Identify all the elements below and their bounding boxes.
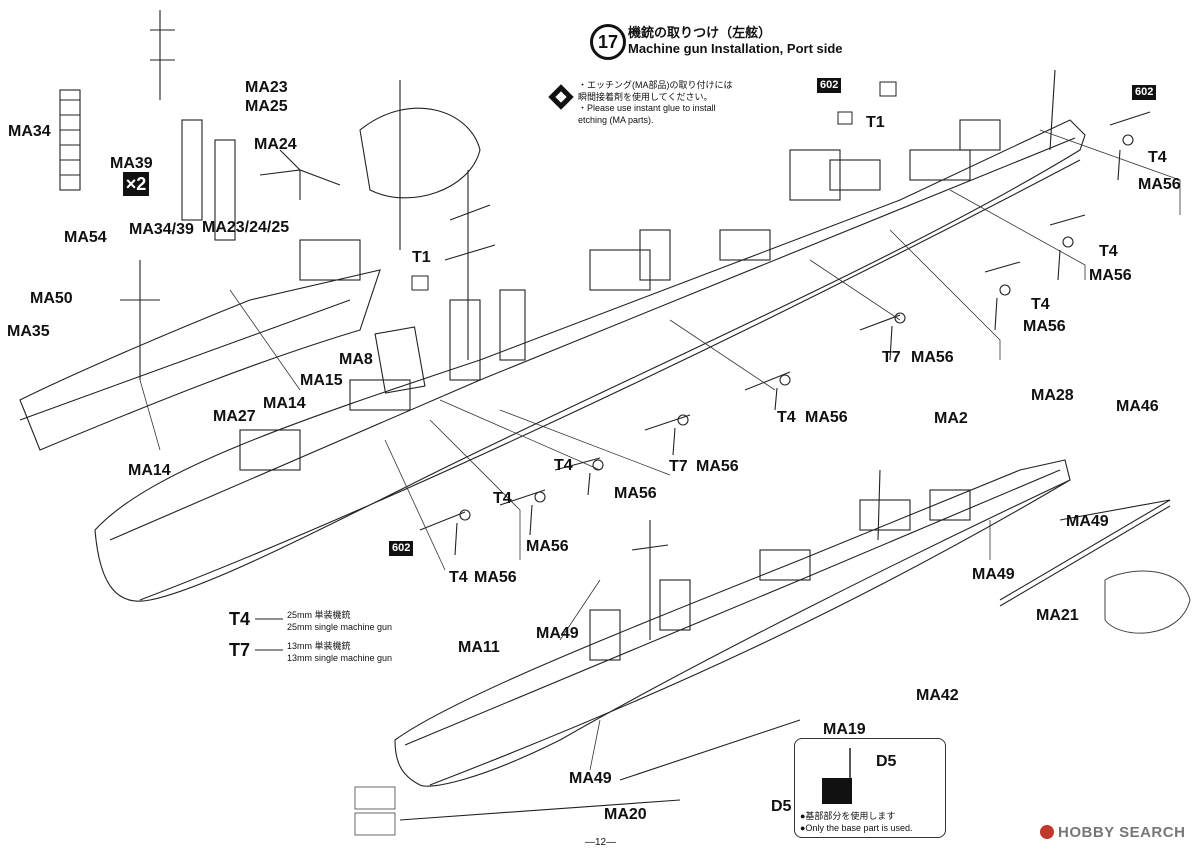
part-label-ma25: MA25 [245, 98, 288, 115]
lower-waterline [429, 479, 1071, 786]
part-label-ma39: MA39 [110, 155, 153, 172]
gun-label-ma56: MA56 [526, 538, 569, 555]
step-title: 機銃の取りつけ（左舷） Machine gun Installation, Po… [628, 25, 843, 56]
gun-label-t7: T7 [882, 349, 901, 366]
part-label-ma35: MA35 [7, 323, 50, 340]
gun-label-t4: T4 [1099, 243, 1118, 260]
gun-label-ma56: MA56 [614, 485, 657, 502]
glue-note-line2: 瞬間接着剤を使用してください。 [578, 91, 713, 102]
brand-text: HOBBY SEARCH [1058, 824, 1186, 841]
part-label-ma24: MA24 [254, 136, 297, 153]
railing-ma49 [1059, 499, 1171, 521]
part-602-badge: 602 [1132, 85, 1157, 100]
step-number: 17 [590, 24, 626, 60]
part-label-ma50: MA50 [30, 290, 73, 307]
part-label-ma20: MA20 [604, 806, 647, 823]
part-label-ma21: MA21 [1036, 607, 1079, 624]
legend-text-t4: 25mm 単装機銃 25mm single machine gun [287, 610, 392, 633]
part-label-t1: T1 [412, 249, 431, 266]
gunner-figures [419, 111, 1151, 556]
part-label-ma23: MA23 [245, 79, 288, 96]
part-label-ma34-39: MA34/39 [129, 221, 194, 238]
part-label-ma8: MA8 [339, 351, 373, 368]
gun-label-ma56: MA56 [911, 349, 954, 366]
d5-note-line1: ●基部部分を使用します [800, 811, 896, 821]
legend-code-t4: T4 [229, 609, 251, 629]
legend-t7-jp: 13mm 単装機銃 [287, 641, 351, 651]
part-label-ma14: MA14 [128, 462, 171, 479]
d5-note-line2: ●Only the base part is used. [800, 822, 913, 833]
part-label-ma23-24-25: MA23/24/25 [202, 219, 290, 236]
cut-part-icon [822, 778, 852, 804]
legend-t7-en: 13mm single machine gun [287, 652, 393, 663]
legend-code-t7: T7 [229, 640, 251, 660]
gun-label-ma56: MA56 [1138, 176, 1181, 193]
part-label-ma19: MA19 [823, 721, 866, 738]
t1-box-a [411, 275, 429, 291]
railing-ma21 [999, 499, 1171, 601]
legend-t4-en: 25mm single machine gun [287, 621, 393, 632]
main-hull-outline [94, 119, 1086, 602]
t1-box-c [837, 111, 853, 125]
gun-label-ma56: MA56 [696, 458, 739, 475]
part-label-ma28: MA28 [1031, 387, 1074, 404]
gun-label-t7: T7 [669, 458, 688, 475]
part-label-ma49: MA49 [1066, 513, 1109, 530]
glue-note: ・エッチング(MA部品)の取り付けには 瞬間接着剤を使用してください。 ・Ple… [578, 80, 733, 127]
part-label-ma54: MA54 [64, 229, 107, 246]
gun-label-t4: T4 [449, 569, 468, 586]
gun-label-t4: T4 [554, 457, 573, 474]
lower-hull-outline [394, 459, 1071, 787]
lower-deck-line [404, 469, 1061, 746]
glue-note-line3: ・Please use instant glue to install [578, 103, 716, 114]
railing-ma20 [399, 799, 681, 821]
gun-label-t4: T4 [1148, 149, 1167, 166]
part-label-ma49: MA49 [569, 770, 612, 787]
railing-ma19 [619, 719, 801, 781]
d5-detail-box [794, 738, 946, 838]
main-waterline [139, 159, 1081, 601]
watermark-brand: HOBBY SEARCH [1040, 824, 1185, 841]
stern-section [19, 269, 381, 451]
gun-label-ma56: MA56 [805, 409, 848, 426]
part-label-ma14: MA14 [263, 395, 306, 412]
part-602-badge: 602 [389, 541, 414, 556]
part-label-ma42: MA42 [916, 687, 959, 704]
part-label-ma49: MA49 [536, 625, 579, 642]
legend-t4-jp: 25mm 単装機銃 [287, 610, 351, 620]
part-label-ma2: MA2 [934, 410, 968, 427]
part-label-ma11: MA11 [458, 639, 500, 656]
part-label-d5: D5 [876, 753, 897, 770]
gun-label-ma56: MA56 [1023, 318, 1066, 335]
part-label-d5: D5 [771, 798, 792, 815]
t1-box-b [879, 81, 897, 97]
step-title-en: Machine gun Installation, Port side [628, 40, 843, 56]
page-number: —12— [585, 837, 617, 848]
brand-logo-icon [1040, 825, 1054, 839]
gun-label-ma56: MA56 [474, 569, 517, 586]
part-label-ma46: MA46 [1116, 398, 1159, 415]
main-mast [444, 170, 496, 360]
gun-label-t4: T4 [1031, 296, 1050, 313]
glue-note-line1: ・エッチング(MA部品)の取り付けには [578, 80, 733, 90]
gun-label-t4: T4 [777, 409, 796, 426]
legend-text-t7: 13mm 単装機銃 13mm single machine gun [287, 641, 392, 664]
main-deck-line [109, 137, 1076, 541]
gun-label-ma56: MA56 [1089, 267, 1132, 284]
quantity-x2-badge: ×2 [123, 172, 149, 196]
gun-label-t4: T4 [493, 490, 512, 507]
part-label-ma27: MA27 [213, 408, 256, 425]
aft-mast [120, 260, 160, 380]
part-label-ma49: MA49 [972, 566, 1015, 583]
part-602-badge: 602 [817, 78, 842, 93]
d5-note: ●基部部分を使用します ●Only the base part is used. [800, 811, 913, 834]
part-label-ma15: MA15 [300, 372, 343, 389]
glue-note-line4: etching (MA parts). [578, 115, 654, 126]
part-label-ma34: MA34 [8, 123, 51, 140]
part-label-t1: T1 [866, 114, 885, 131]
step-title-jp: 機銃の取りつけ（左舷） [628, 25, 772, 40]
